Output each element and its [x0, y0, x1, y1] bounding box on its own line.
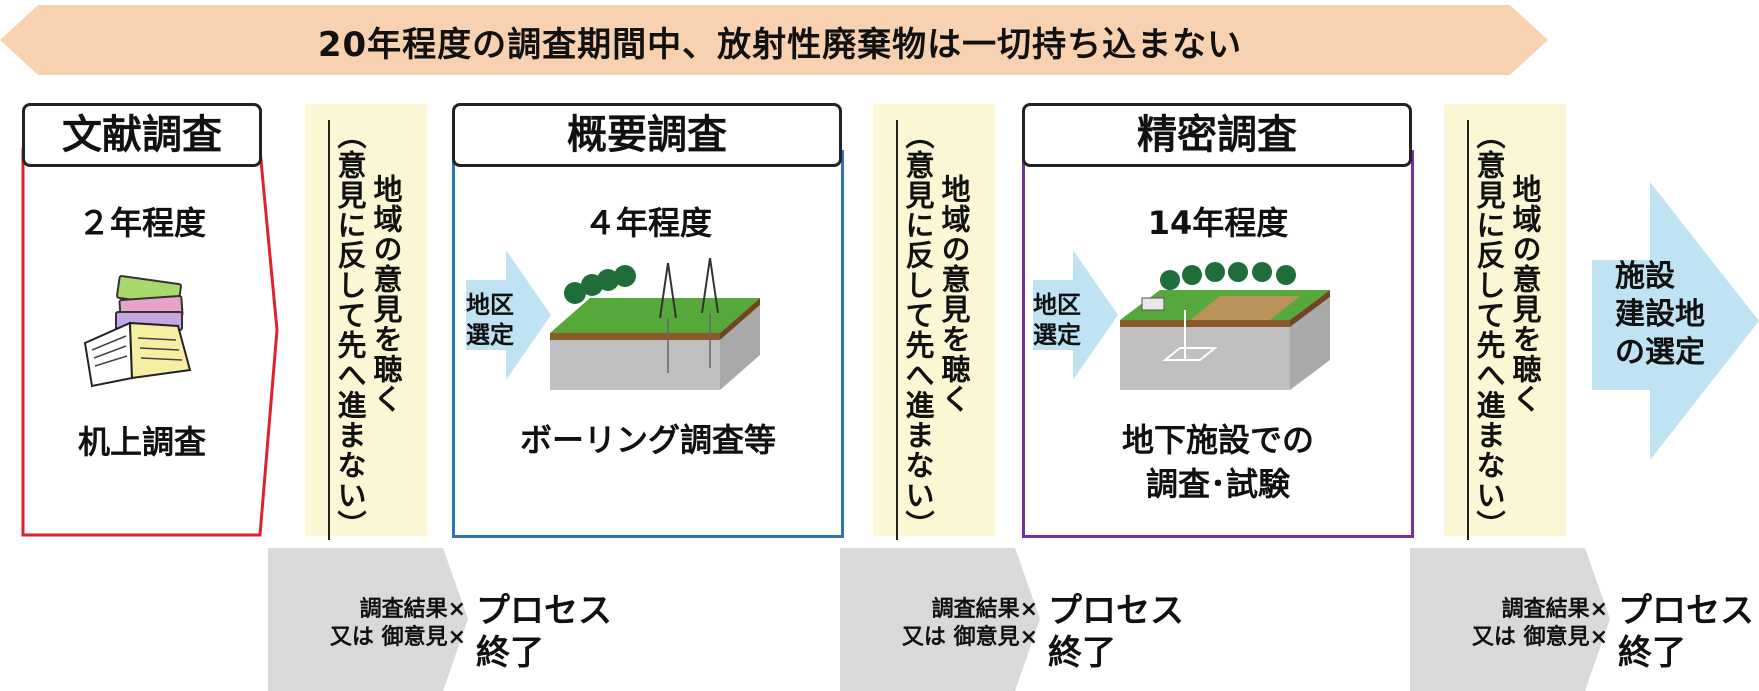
stage2-selection-label-line1: 地区	[466, 291, 514, 319]
outcome-1-result-line2: 終了	[476, 633, 544, 673]
stage2-selection-label: 地区 選定	[466, 290, 514, 350]
outcome-2-arrow	[840, 548, 1040, 691]
listen-column-2-main: 地域の意見を聴く	[937, 174, 971, 414]
final-text-line1: 施設	[1615, 259, 1675, 294]
listen-column-1-note: （意見に反して先へ進まない）	[328, 120, 368, 540]
listen-column-3	[1444, 104, 1566, 536]
outcome-3-condition: 調査結果× 又は 御意見×	[1412, 596, 1608, 652]
boring-site-illustration	[550, 258, 760, 390]
listen-column-3-note: （意見に反して先へ進まない）	[1467, 120, 1507, 540]
outcome-2-condition-line2: 又は 御意見×	[901, 625, 1038, 650]
stage3-selection-label-line1: 地区	[1033, 291, 1081, 319]
listen-column-2-text: （意見に反して先へ進まない） 地域の意見を聴く	[873, 120, 995, 540]
listen-column-1-text: （意見に反して先へ進まない） 地域の意見を聴く	[305, 120, 427, 540]
outcome-3-result-line2: 終了	[1618, 633, 1686, 673]
banner-arrow-shape	[0, 5, 1548, 75]
stage3-title: 精密調査	[1022, 103, 1412, 167]
outcome-1-condition-line1: 調査結果×	[359, 597, 466, 622]
stage3-description-line2: 調査･試験	[1145, 465, 1290, 503]
stage2-selection-arrow	[466, 250, 551, 380]
listen-column-2	[873, 104, 995, 536]
banner-text: 20年程度の調査期間中、放射性廃棄物は一切持ち込まない	[317, 25, 1243, 65]
stage2-selection-label-line2: 選定	[466, 321, 514, 349]
outcome-1-condition: 調査結果× 又は 御意見×	[270, 596, 466, 652]
outcome-1-condition-line2: 又は 御意見×	[329, 625, 466, 650]
outcome-2-result-line2: 終了	[1048, 633, 1116, 673]
final-text-line3: の選定	[1615, 335, 1705, 370]
outcome-1-result: プロセス 終了	[476, 590, 612, 674]
stage2-duration: ４年程度	[583, 204, 712, 242]
outcome-3-result-line1: プロセス	[1618, 591, 1754, 631]
listen-column-2-note: （意見に反して先へ進まない）	[896, 120, 936, 540]
outcome-3-condition-line2: 又は 御意見×	[1471, 625, 1608, 650]
outcome-2-condition: 調査結果× 又は 御意見×	[842, 596, 1038, 652]
stage3-description-line1: 地下施設での	[1121, 421, 1314, 459]
stage3-selection-arrow	[1033, 250, 1118, 380]
books-notebook-illustration	[83, 275, 192, 388]
outcome-1-result-line1: プロセス	[476, 591, 612, 631]
listen-column-1-main: 地域の意見を聴く	[369, 174, 403, 414]
listen-column-3-main: 地域の意見を聴く	[1508, 174, 1542, 414]
listen-column-1	[305, 104, 427, 536]
stage1-title: 文献調査	[22, 103, 262, 167]
final-text-line2: 建設地	[1615, 297, 1705, 332]
outcome-3-arrow	[1410, 548, 1610, 691]
listen-column-3-text: （意見に反して先へ進まない） 地域の意見を聴く	[1444, 120, 1566, 540]
stage3-selection-label: 地区 選定	[1033, 290, 1081, 350]
outcome-1-arrow	[268, 548, 468, 691]
stage3-description: 地下施設での 調査･試験	[1022, 418, 1414, 506]
stage1-description: 机上調査	[77, 423, 206, 461]
outcome-2-result: プロセス 終了	[1048, 590, 1184, 674]
stage2-description: ボーリング調査等	[519, 421, 776, 459]
stage1-duration: ２年程度	[77, 204, 206, 242]
outcome-3-condition-line1: 調査結果×	[1501, 597, 1608, 622]
final-arrow	[1592, 182, 1759, 460]
stage2-title: 概要調査	[452, 103, 842, 167]
stage3-selection-label-line2: 選定	[1033, 321, 1081, 349]
outcome-3-result: プロセス 終了	[1618, 590, 1754, 674]
stage3-duration: 14年程度	[1147, 204, 1289, 242]
final-text: 施設 建設地 の選定	[1615, 258, 1705, 372]
outcome-2-result-line1: プロセス	[1048, 591, 1184, 631]
underground-facility-illustration	[1120, 262, 1330, 390]
outcome-2-condition-line1: 調査結果×	[931, 597, 1038, 622]
banner-double-arrow	[0, 5, 1548, 75]
